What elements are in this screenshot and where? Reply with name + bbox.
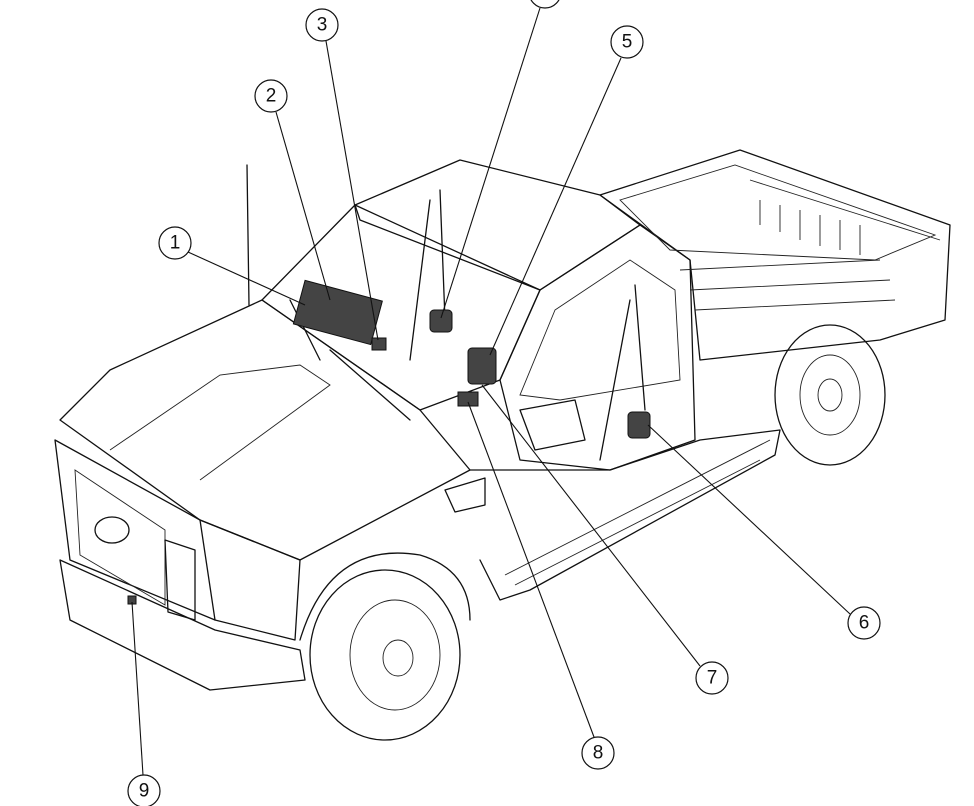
seat-belt-right — [599, 284, 646, 461]
svg-text:3: 3 — [317, 15, 328, 36]
callout-6: 6 — [847, 606, 881, 640]
svg-text:6: 6 — [859, 613, 870, 634]
svg-text:9: 9 — [139, 781, 150, 802]
wipers — [289, 299, 411, 421]
callout-1: 1 — [158, 226, 192, 260]
body-side — [469, 429, 781, 601]
wheel-arch — [299, 552, 471, 641]
truck-bed — [599, 149, 951, 361]
rear-wheel — [774, 324, 886, 466]
side-window — [519, 259, 681, 401]
cab-side — [499, 224, 696, 471]
front-fascia — [54, 439, 216, 621]
fuel-door — [444, 477, 486, 513]
callout-8: 8 — [581, 736, 615, 770]
svg-text:1: 1 — [170, 233, 181, 254]
svg-text:5: 5 — [622, 32, 633, 53]
front-wheel — [309, 569, 461, 741]
antenna — [246, 164, 250, 306]
emblem — [94, 516, 130, 544]
callout-2: 2 — [254, 79, 288, 113]
module-8 — [457, 391, 479, 407]
svg-text:8: 8 — [593, 743, 604, 764]
leader-lines — [131, 7, 851, 776]
side-mirror — [519, 399, 586, 451]
seat-belt-left — [409, 189, 446, 361]
grille — [74, 469, 166, 606]
bed-interior — [619, 164, 937, 261]
hood — [59, 299, 471, 561]
svg-text:7: 7 — [707, 668, 718, 689]
callout-9: 9 — [127, 774, 161, 806]
retractor-4 — [429, 309, 453, 333]
running-board — [504, 439, 771, 586]
callout-3: 3 — [305, 8, 339, 42]
front-bumper — [59, 559, 306, 691]
callout-7: 7 — [695, 661, 729, 695]
truck-drawing — [54, 149, 951, 741]
module-3 — [371, 337, 387, 351]
callout-4 — [530, 0, 560, 9]
svg-text:2: 2 — [266, 86, 277, 107]
airbag-module-5 — [467, 347, 497, 385]
callout-5: 5 — [610, 25, 644, 59]
headlamp — [164, 539, 196, 621]
retractor-6 — [627, 411, 651, 439]
